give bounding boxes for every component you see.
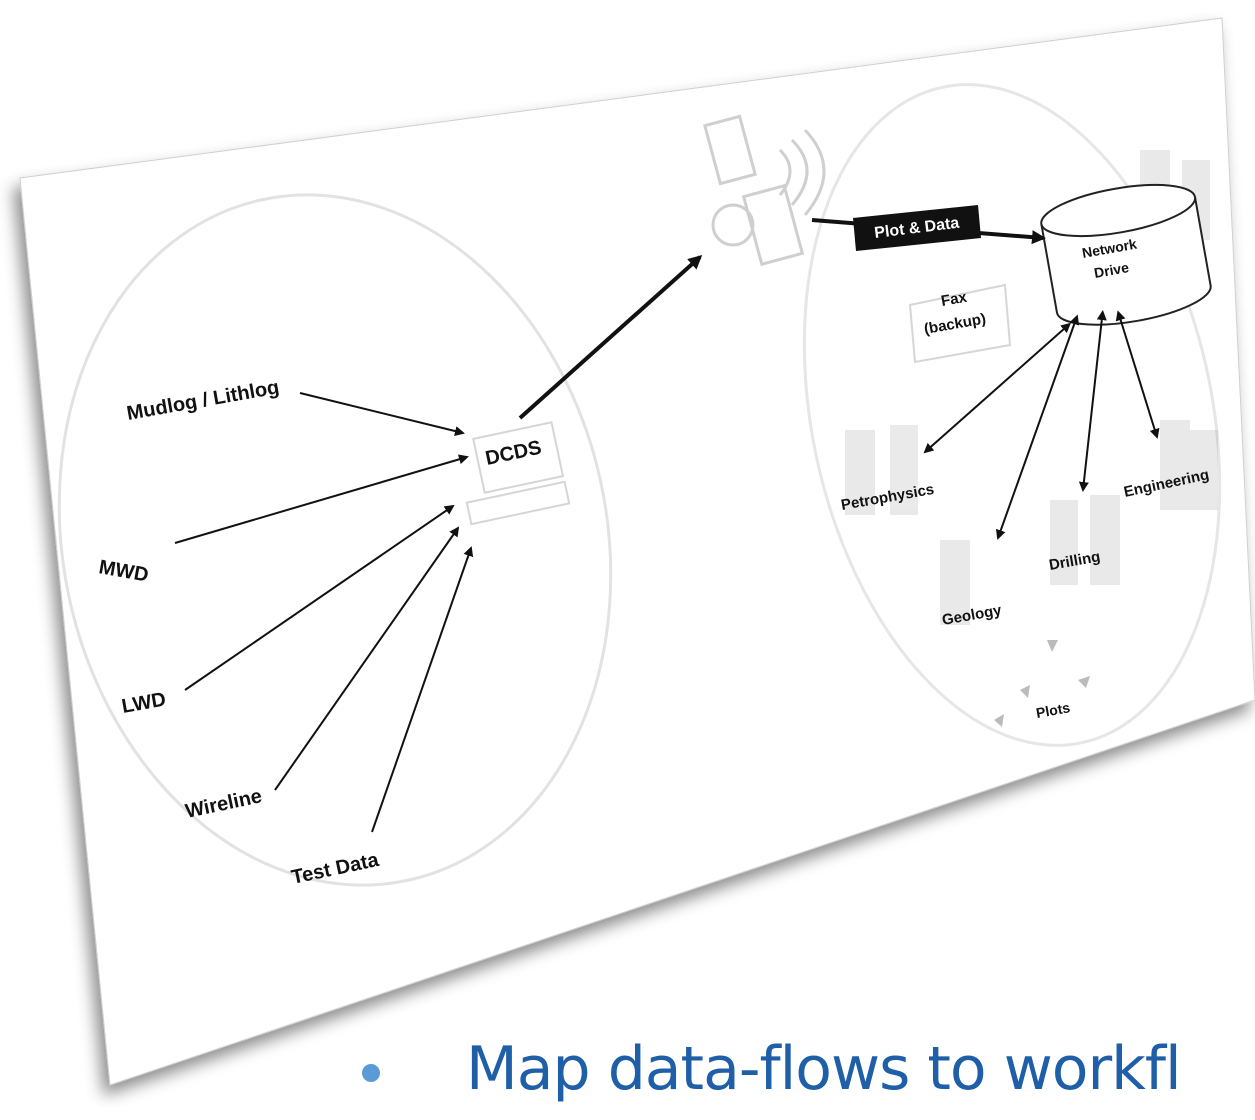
arrow-mudlog [299,392,465,436]
fax-label-line1: Fax [940,289,969,310]
plot-data-banner [853,205,981,251]
source-group-circle [57,193,613,887]
arrow-drilling [1078,310,1107,492]
plots-label: Plots [1035,699,1072,721]
arrow-dcds-to-satellite [518,254,703,420]
arrow-engineering [1115,310,1160,439]
consumer-group-circle [802,83,1222,747]
arrow-mwd [174,454,469,544]
bullet-icon [362,1064,380,1082]
storage-label-line2: Drive [1093,259,1130,281]
network-drive-icon [1040,183,1212,326]
computer-icon [465,421,571,526]
source-arrows [174,392,474,833]
bullet-point: Map data-flows to workfl [362,1040,1255,1120]
arrow-test-data [371,546,474,833]
consumer-arrows [923,310,1160,540]
plot-arrows [994,640,1090,727]
bullet-text: Map data-flows to workfl [466,1040,1182,1104]
arrow-wireline [274,526,460,791]
slide-card [19,17,1255,1086]
arrow-lwd [184,504,455,691]
satellite-icon [703,114,826,267]
arrow-geology [995,314,1080,540]
